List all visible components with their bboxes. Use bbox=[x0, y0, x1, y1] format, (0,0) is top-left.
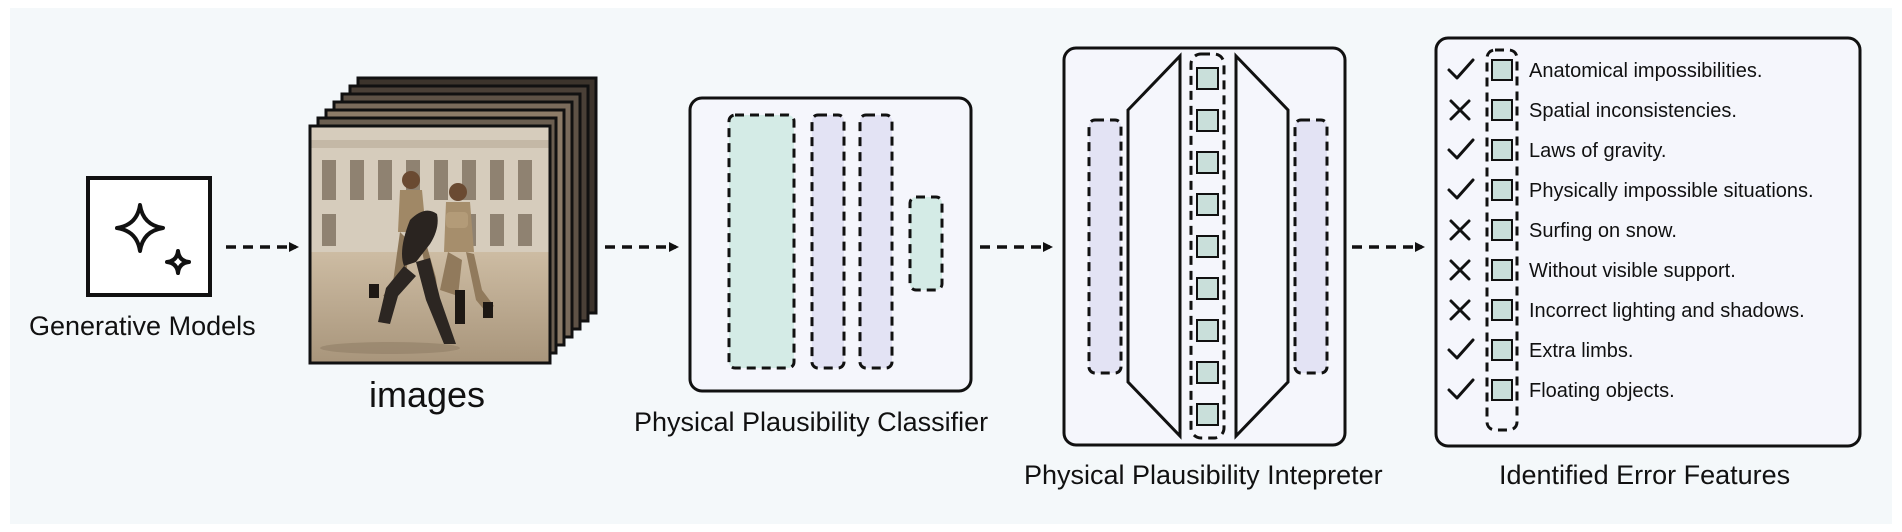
sparkle-icon bbox=[115, 203, 191, 275]
feature-row: Physically impossible situations. bbox=[1447, 178, 1814, 202]
feature-label: Surfing on snow. bbox=[1529, 220, 1677, 242]
generative-models-label: Generative Models bbox=[29, 311, 256, 341]
cross-icon bbox=[1449, 299, 1471, 321]
neuron bbox=[1196, 277, 1219, 300]
feature-label: Floating objects. bbox=[1529, 380, 1675, 402]
feature-label: Extra limbs. bbox=[1529, 340, 1633, 362]
neuron bbox=[1196, 235, 1219, 258]
decoder-shape bbox=[1234, 52, 1290, 440]
feature-list: Anatomical impossibilities. Spatial incon… bbox=[1447, 58, 1814, 402]
features-layer bbox=[1485, 48, 1519, 432]
neuron bbox=[1196, 361, 1219, 384]
check-icon bbox=[1447, 58, 1475, 80]
feature-neuron bbox=[1491, 99, 1513, 121]
neuron bbox=[1196, 67, 1219, 90]
cross-icon bbox=[1449, 219, 1471, 241]
classifier-layer-1 bbox=[727, 113, 796, 370]
features-block: Anatomical impossibilities. Spatial incon… bbox=[1434, 36, 1862, 490]
feature-row: Spatial inconsistencies. bbox=[1449, 99, 1737, 122]
interpreter-label: Physical Plausibility Intepreter bbox=[1024, 460, 1383, 490]
images-label: images bbox=[369, 374, 485, 415]
feature-neuron bbox=[1491, 259, 1513, 281]
cross-icon bbox=[1449, 259, 1471, 281]
sample-image bbox=[308, 124, 552, 365]
feature-neuron bbox=[1491, 299, 1513, 321]
neuron bbox=[1196, 403, 1219, 426]
check-icon bbox=[1447, 138, 1475, 160]
image-stack: images bbox=[308, 76, 598, 415]
interpreter-block: Physical Plausibility Intepreter bbox=[1024, 46, 1383, 490]
feature-label: Physically impossible situations. bbox=[1529, 180, 1814, 202]
cross-icon bbox=[1449, 99, 1471, 121]
feature-label: Anatomical impossibilities. bbox=[1529, 60, 1762, 82]
neuron bbox=[1196, 109, 1219, 132]
neuron bbox=[1196, 151, 1219, 174]
neuron bbox=[1196, 319, 1219, 342]
feature-row: Laws of gravity. bbox=[1447, 138, 1666, 162]
feature-neuron bbox=[1491, 379, 1513, 401]
feature-label: Spatial inconsistencies. bbox=[1529, 100, 1737, 122]
figures bbox=[320, 171, 494, 354]
interpreter-input-layer bbox=[1087, 118, 1123, 375]
classifier-layer-2 bbox=[810, 113, 846, 370]
feature-neuron bbox=[1491, 139, 1513, 161]
feature-row: Incorrect lighting and shadows. bbox=[1449, 299, 1805, 322]
feature-row: Floating objects. bbox=[1447, 378, 1675, 402]
interpreter-output-layer bbox=[1293, 118, 1329, 375]
feature-neuron bbox=[1491, 219, 1513, 241]
bottleneck-layer bbox=[1189, 52, 1226, 440]
feature-row: Anatomical impossibilities. bbox=[1447, 58, 1762, 82]
check-icon bbox=[1447, 178, 1475, 200]
encoder-shape bbox=[1126, 52, 1182, 440]
generative-models-block: Generative Models bbox=[29, 176, 256, 341]
feature-neuron bbox=[1491, 179, 1513, 201]
check-icon bbox=[1447, 338, 1475, 360]
feature-row: Without visible support. bbox=[1449, 259, 1736, 282]
classifier-output bbox=[908, 195, 944, 292]
bottleneck-neurons bbox=[1196, 67, 1219, 426]
classifier-label: Physical Plausibility Classifier bbox=[634, 407, 988, 437]
check-icon bbox=[1447, 378, 1475, 400]
feature-neuron bbox=[1491, 59, 1513, 81]
classifier-block: Physical Plausibility Classifier bbox=[634, 96, 988, 437]
feature-row: Surfing on snow. bbox=[1449, 219, 1677, 242]
feature-label: Without visible support. bbox=[1529, 260, 1736, 282]
classifier-layer-3 bbox=[858, 113, 894, 370]
feature-neuron bbox=[1491, 339, 1513, 361]
feature-label: Incorrect lighting and shadows. bbox=[1529, 300, 1805, 322]
feature-label: Laws of gravity. bbox=[1529, 140, 1666, 162]
feature-row: Extra limbs. bbox=[1447, 338, 1633, 362]
neuron bbox=[1196, 193, 1219, 216]
features-title: Identified Error Features bbox=[1499, 460, 1790, 490]
